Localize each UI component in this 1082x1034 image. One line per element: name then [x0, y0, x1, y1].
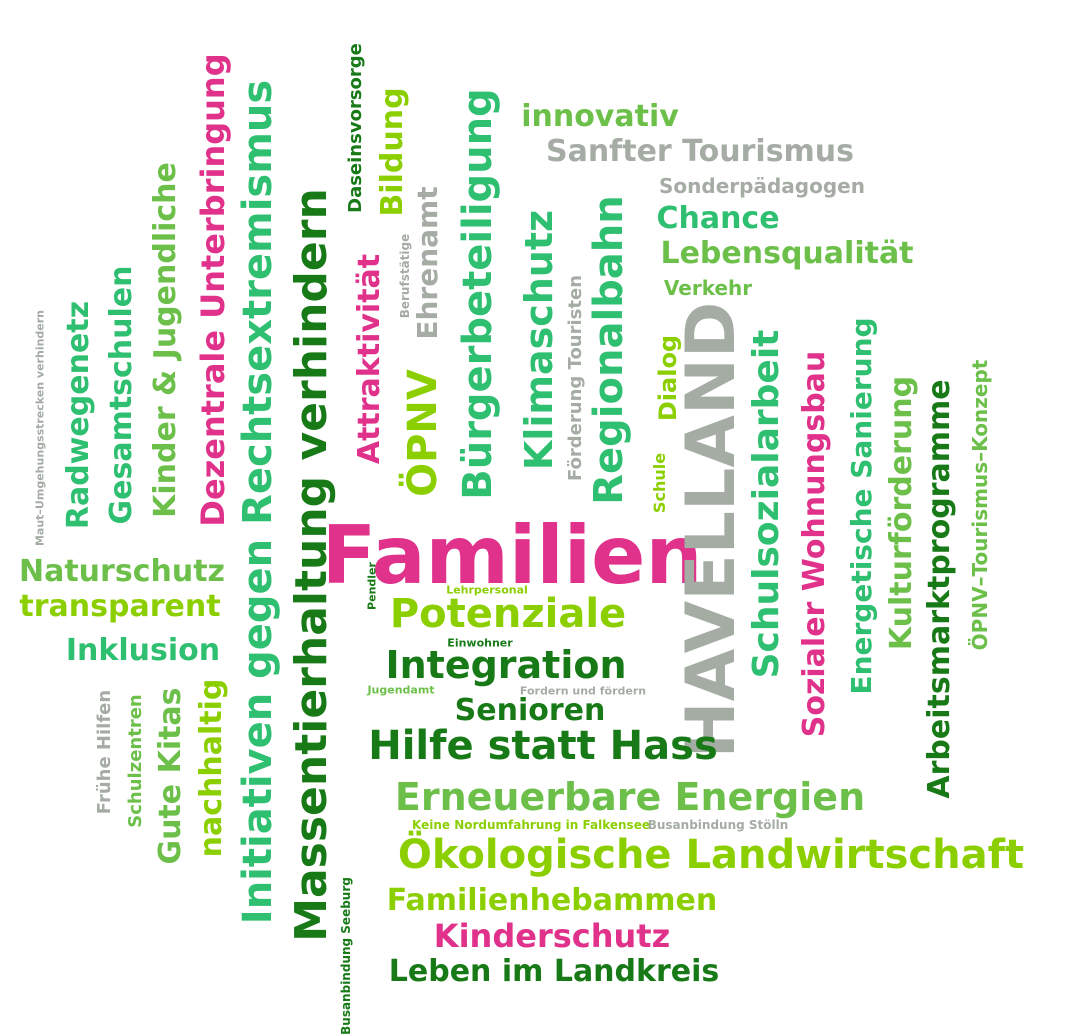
- word-sozialer-wohnungsbau: Sozialer Wohnungsbau: [797, 350, 832, 738]
- word-inklusion: Inklusion: [65, 633, 221, 668]
- word-foerdern-und-foerdern: Fordern und fördern: [519, 684, 647, 698]
- word-familienhebammen: Familienhebammen: [386, 883, 718, 918]
- word-dezentrale: Dezentrale Unterbringung: [194, 53, 232, 527]
- word-kulturfoerderung: Kulturförderung: [884, 375, 919, 651]
- word-jugendamt: Jugendamt: [367, 683, 435, 697]
- word-pendler: Pendler: [365, 562, 379, 610]
- word-gesamtschulen: Gesamtschulen: [104, 265, 139, 525]
- word-schulzentren: Schulzentren: [125, 694, 146, 828]
- word-sonderpaedagogen: Sonderpädagogen: [659, 174, 865, 198]
- word-opnv-tourismus: ÖPNV–Tourismus–Konzept: [968, 359, 992, 651]
- word-naturschutz: Naturschutz: [18, 554, 226, 589]
- word-buergerbeteiligung: Bürgerbeteiligung: [455, 88, 501, 500]
- word-radwegenetz: Radwegenetz: [61, 300, 96, 530]
- word-lehrpersonal: Lehrpersonal: [446, 583, 528, 597]
- word-einwohner: Einwohner: [447, 636, 513, 650]
- word-arbeitsmarktprogramme: Arbeitsmarktprogramme: [922, 379, 957, 799]
- word-chance: Chance: [656, 201, 780, 236]
- word-leben-im-landkreis: Leben im Landkreis: [388, 954, 720, 989]
- word-keine-nordumfahrung: Keine Nordumfahrung in Falkensee: [412, 818, 650, 832]
- word-familien: Familien: [321, 509, 703, 602]
- word-innovativ: innovativ: [521, 99, 679, 134]
- word-nachhaltig: nachhaltig: [194, 678, 229, 858]
- word-ehrenamt: Ehrenamt: [411, 186, 444, 340]
- word-sanfter-tourismus: Sanfter Tourismus: [545, 134, 855, 169]
- word-havelland: HAVELLAND: [672, 301, 751, 759]
- word-senioren: Senioren: [454, 693, 606, 728]
- word-hilfe-statt-hass: Hilfe statt Hass: [368, 723, 718, 769]
- word-transparent: transparent: [19, 589, 221, 624]
- word-bildung: Bildung: [375, 87, 410, 217]
- word-daseinsvorsorge: Daseinsvorsorge: [345, 43, 366, 213]
- word-fruehe-hilfen: Frühe Hilfen: [94, 689, 115, 815]
- word-busanbindung-seeburg: Busanbindung Seeburg: [339, 877, 353, 1034]
- word-massentierhaltung: Massentierhaltung verhindern: [286, 188, 337, 942]
- word-attraktivitaet: Attraktivität: [352, 253, 387, 465]
- word-erneuerbare: Erneuerbare Energien: [394, 775, 866, 819]
- word-foerderung-touristen: Förderung Touristen: [565, 274, 586, 482]
- word-klimaschutz: Klimaschutz: [517, 209, 561, 471]
- word-schule: Schule: [650, 452, 669, 514]
- word-berufstaetige: Berufstätige: [398, 233, 412, 319]
- word-kinderschutz: Kinderschutz: [433, 917, 671, 955]
- word-regionalbahn: Regionalbahn: [586, 195, 632, 505]
- word-potenziale: Potenziale: [389, 591, 627, 637]
- word-gute-kitas: Gute Kitas: [153, 687, 188, 865]
- word-dialog: Dialog: [654, 334, 682, 422]
- word-energetische-sanierung: Energetische Sanierung: [845, 317, 878, 695]
- word-schulsozialarbeit: Schulsozialarbeit: [746, 329, 787, 679]
- word-lebensqualitaet: Lebensqualität: [660, 236, 914, 271]
- word-kinder-jugendliche: Kinder & Jugendliche: [148, 162, 183, 518]
- word-integration: Integration: [385, 643, 627, 687]
- word-maut: Maut–Umgehungsstrecken verhindern: [33, 309, 47, 547]
- word-busanbindung-stoelln: Busanbindung Stölln: [647, 818, 789, 832]
- word-opnv: ÖPNV: [400, 369, 446, 497]
- word-verkehr: Verkehr: [663, 276, 753, 300]
- word-oekologische-landwirtschaft: Ökologische Landwirtschaft: [397, 832, 1025, 878]
- word-initiativen: Initiativen gegen Rechtsextremismus: [235, 79, 281, 925]
